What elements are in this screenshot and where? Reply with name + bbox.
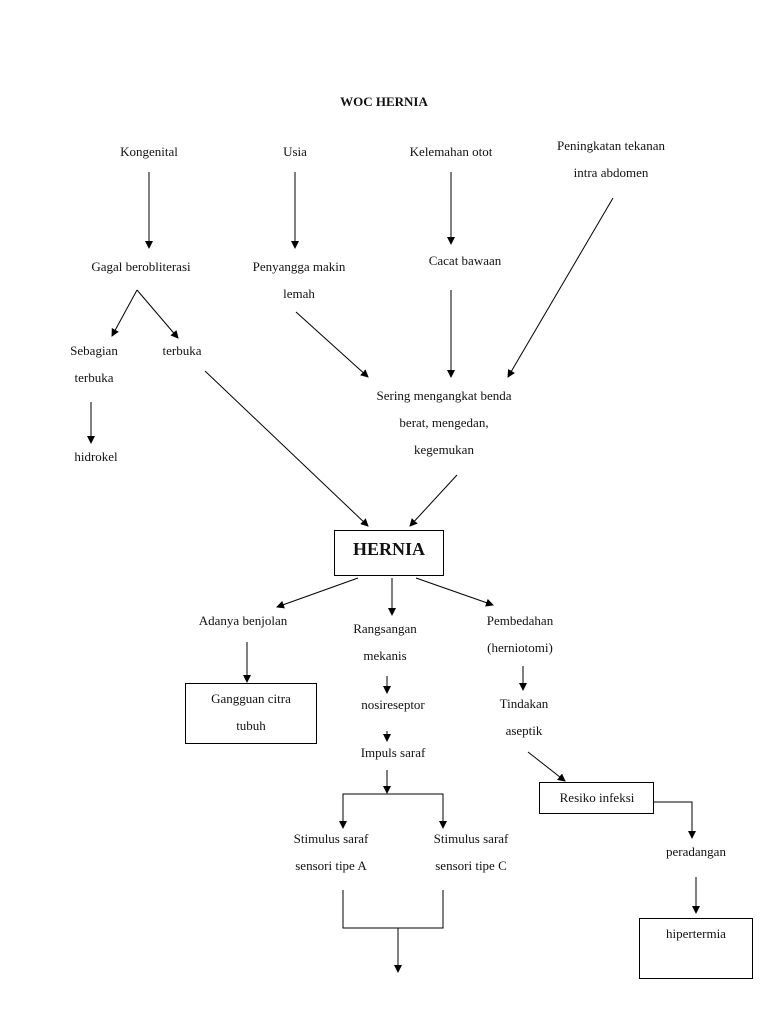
node-hernia: HERNIA bbox=[352, 539, 425, 559]
node-penyangga-line1: Penyangga makin bbox=[252, 259, 346, 274]
node-adanya-benjolan: Adanya benjolan bbox=[198, 613, 288, 628]
bracket-stimulus-bottom bbox=[342, 890, 444, 929]
arrow-tekanan-sering bbox=[507, 197, 614, 378]
hernia-box bbox=[334, 530, 444, 576]
node-hipertermia: hipertermia bbox=[666, 926, 726, 941]
node-stimulus-c-line2: sensori tipe C bbox=[435, 858, 507, 873]
node-impuls-saraf: Impuls saraf bbox=[360, 745, 426, 760]
node-sering-line1: Sering mengangkat benda bbox=[376, 388, 512, 403]
node-peningkatan-tekanan: Peningkatan tekanan intra abdomen bbox=[516, 132, 706, 186]
node-penyangga: Penyangga makin lemah bbox=[224, 253, 374, 307]
diagram-title: WOC HERNIA bbox=[340, 94, 428, 109]
node-rangsangan-mekanis: Rangsangan mekanis bbox=[330, 615, 440, 669]
resiko-infeksi-box bbox=[539, 782, 654, 814]
node-stimulus-c: Stimulus saraf sensori tipe C bbox=[416, 825, 526, 879]
node-nosireseptor: nosireseptor bbox=[361, 697, 425, 712]
node-penyangga-line2: lemah bbox=[283, 286, 315, 301]
node-peradangan: peradangan bbox=[666, 844, 726, 859]
arrow-penyangga-sering bbox=[295, 311, 369, 378]
node-stimulus-a-line2: sensori tipe A bbox=[295, 858, 367, 873]
node-kelemahan-otot: Kelemahan otot bbox=[409, 144, 493, 159]
node-hidrokel: hidrokel bbox=[74, 449, 118, 464]
line-split-right bbox=[136, 289, 179, 339]
node-tindakan-aseptik: Tindakan aseptik bbox=[474, 690, 574, 744]
bracket-stimulus-top bbox=[342, 793, 444, 828]
arrow-sering-hernia bbox=[409, 474, 458, 527]
node-terbuka: terbuka bbox=[162, 343, 202, 358]
node-gangguan-line1: Gangguan citra bbox=[211, 691, 291, 706]
node-gangguan-citra: Gangguan citra tubuh bbox=[186, 685, 316, 739]
node-sering-line2: berat, mengedan, bbox=[399, 415, 489, 430]
node-cacat-bawaan: Cacat bawaan bbox=[428, 253, 502, 268]
node-gangguan-line2: tubuh bbox=[236, 718, 266, 733]
line-resiko-peradangan bbox=[653, 801, 696, 839]
node-peningkatan-line1: Peningkatan tekanan bbox=[557, 138, 665, 153]
arrow-tindakan-resiko bbox=[527, 751, 566, 782]
node-resiko-infeksi: Resiko infeksi bbox=[559, 790, 635, 805]
line-split-left bbox=[111, 289, 138, 337]
node-pembedahan-line1: Pembedahan bbox=[486, 613, 554, 628]
arrow-hernia-benjolan bbox=[276, 577, 359, 609]
node-pembedahan-line2: (herniotomi) bbox=[487, 640, 553, 655]
node-rangsangan-line1: Rangsangan bbox=[353, 621, 417, 636]
node-tindakan-line2: aseptik bbox=[505, 723, 543, 738]
node-peningkatan-line2: intra abdomen bbox=[573, 165, 649, 180]
node-usia: Usia bbox=[283, 144, 307, 159]
node-stimulus-a-line1: Stimulus saraf bbox=[293, 831, 369, 846]
node-pembedahan: Pembedahan (herniotomi) bbox=[462, 607, 578, 661]
gangguan-citra-box bbox=[185, 683, 317, 744]
node-kongenital: Kongenital bbox=[120, 144, 178, 159]
node-stimulus-a: Stimulus saraf sensori tipe A bbox=[276, 825, 386, 879]
node-sebagian-terbuka: Sebagian terbuka bbox=[46, 337, 142, 391]
node-gagal-berobliterasi: Gagal berobliterasi bbox=[91, 259, 191, 274]
node-stimulus-c-line1: Stimulus saraf bbox=[433, 831, 509, 846]
node-sering-line3: kegemukan bbox=[414, 442, 474, 457]
node-tindakan-line1: Tindakan bbox=[499, 696, 549, 711]
node-sering-mengangkat: Sering mengangkat benda berat, mengedan,… bbox=[344, 382, 544, 463]
hipertermia-box bbox=[639, 918, 753, 979]
node-rangsangan-line2: mekanis bbox=[363, 648, 407, 663]
node-sebagian-line2: terbuka bbox=[74, 370, 114, 385]
arrow-terbuka-hernia bbox=[204, 370, 369, 527]
arrow-hernia-pembedahan bbox=[415, 577, 494, 607]
node-sebagian-line1: Sebagian bbox=[70, 343, 118, 358]
